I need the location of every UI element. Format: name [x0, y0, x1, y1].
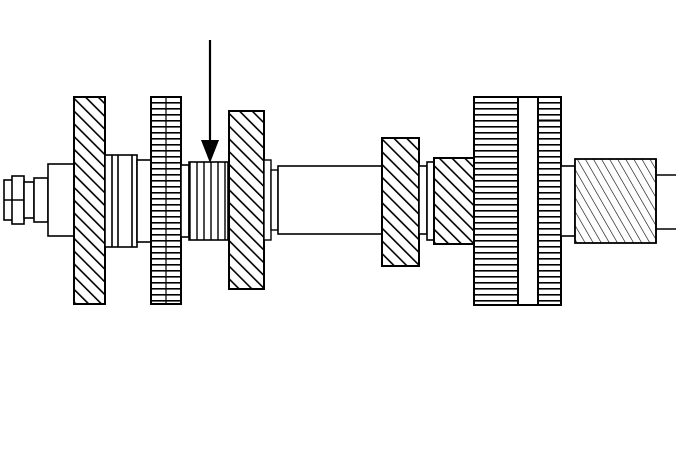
synchro-ring-1 [104, 154, 152, 248]
helical-gear-1 [73, 96, 106, 305]
spur-gear-1 [150, 96, 182, 305]
shaft-end-nut [3, 175, 35, 225]
synchro-sleeve [180, 161, 229, 241]
helical-gear-3 [381, 137, 420, 267]
helical-gear-4 [433, 157, 475, 245]
bearing-collar [33, 163, 75, 237]
main-shaft [277, 165, 383, 235]
cluster-gear [473, 96, 562, 306]
output-spline [560, 158, 676, 244]
spacer-collar [418, 161, 435, 241]
indicator-arrow [201, 40, 219, 163]
helical-gear-2 [228, 110, 279, 290]
